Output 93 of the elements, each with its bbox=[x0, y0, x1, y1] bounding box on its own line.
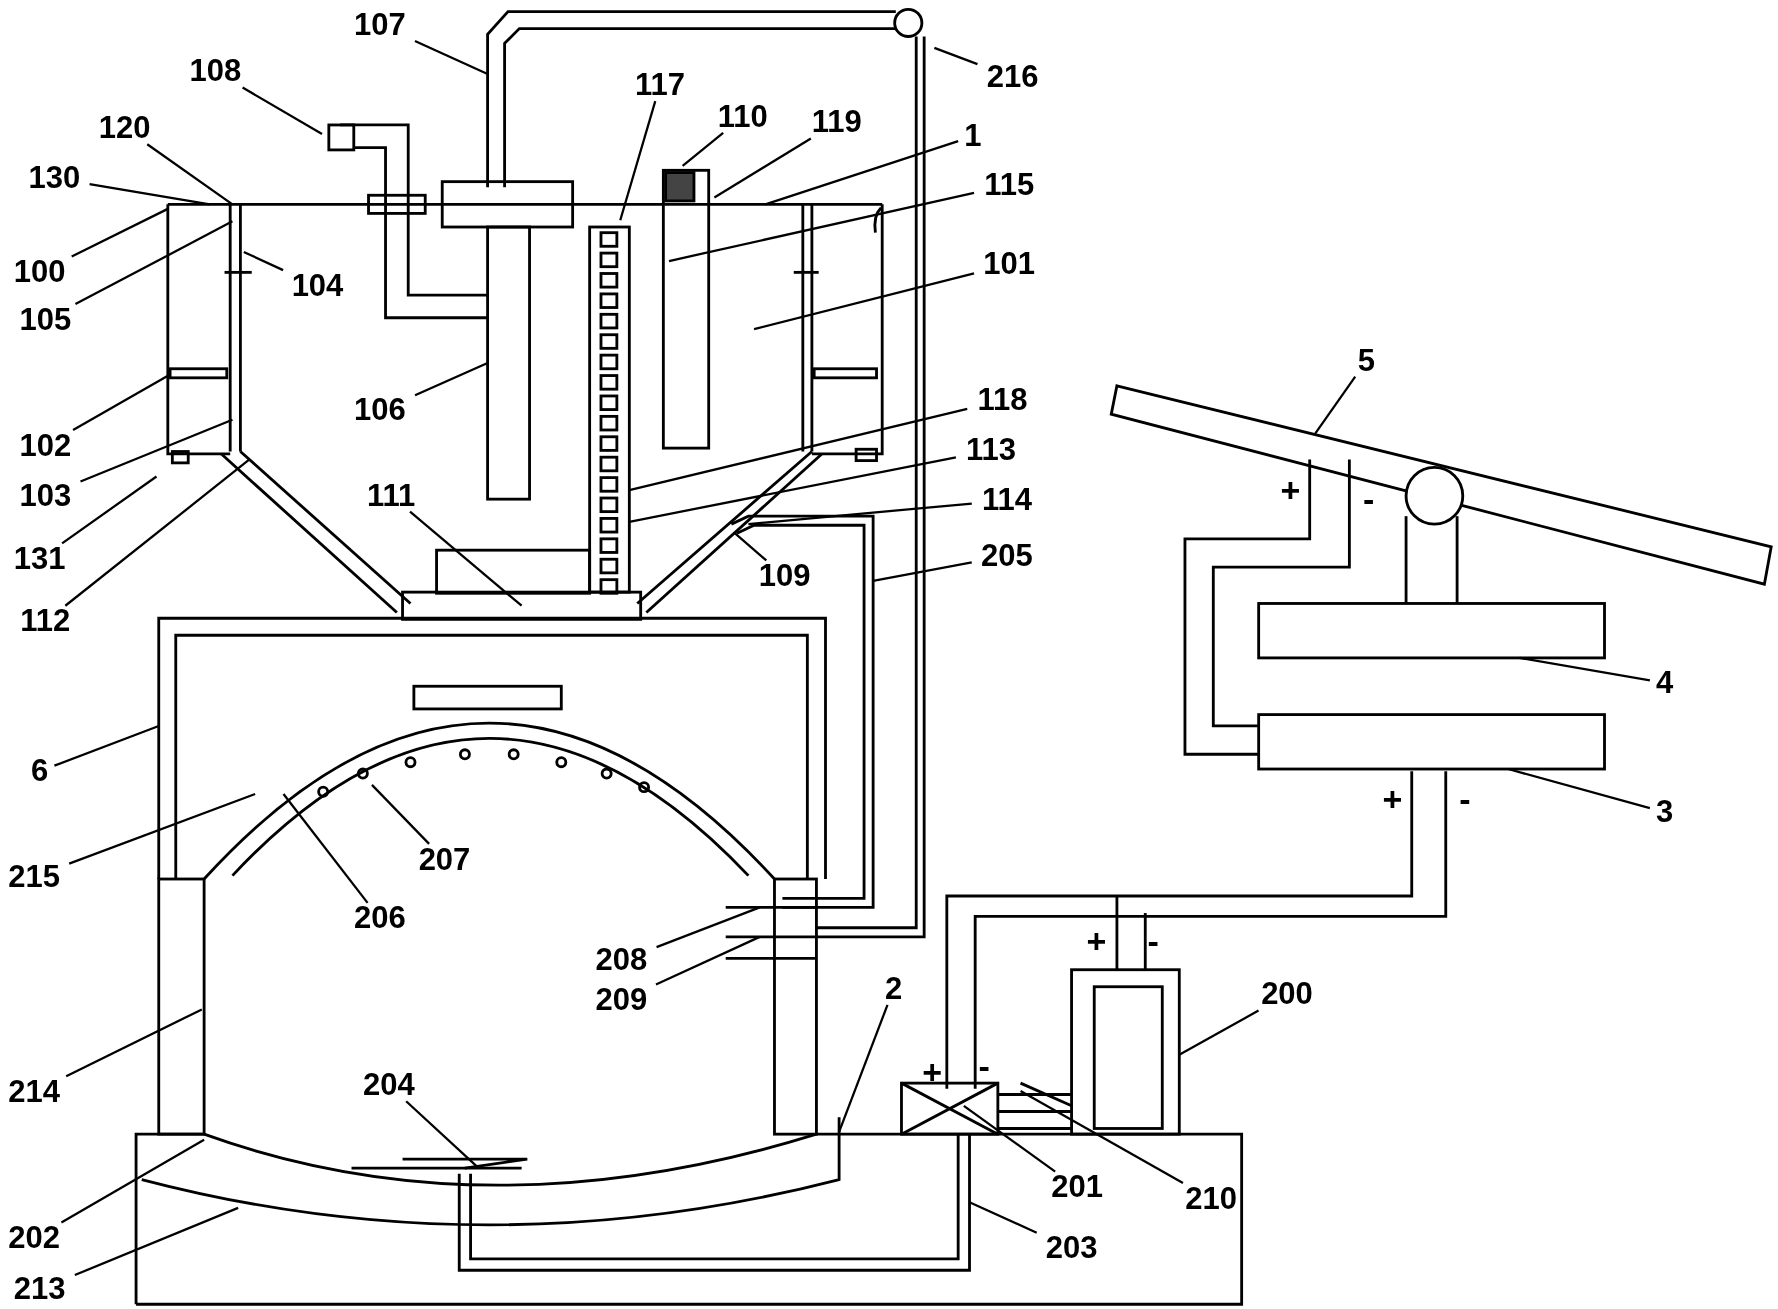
leader-line bbox=[74, 220, 233, 306]
leader-line bbox=[282, 793, 369, 904]
leader-line bbox=[748, 502, 972, 526]
callout-number: 130 bbox=[27, 162, 82, 194]
callout-number: 120 bbox=[97, 112, 152, 145]
callout-number: 203 bbox=[1044, 1232, 1099, 1265]
leader-line bbox=[146, 143, 234, 206]
polarity-sign: + bbox=[922, 1054, 942, 1089]
callout-number: 108 bbox=[188, 55, 243, 88]
callout-number: 112 bbox=[19, 605, 72, 638]
leader-line bbox=[409, 510, 523, 607]
leader-line bbox=[969, 1201, 1038, 1234]
callout-number: 209 bbox=[594, 984, 649, 1017]
callout-number: 3 bbox=[1654, 795, 1675, 828]
callout-number: 6 bbox=[30, 755, 50, 788]
callout-number: 207 bbox=[417, 843, 472, 876]
callout-number: 110 bbox=[716, 100, 769, 133]
polarity-sign: - bbox=[1363, 481, 1375, 516]
leader-line bbox=[71, 207, 169, 258]
callout-number: 201 bbox=[1050, 1171, 1105, 1204]
callout-number: 5 bbox=[1356, 344, 1376, 377]
polarity-sign: - bbox=[1147, 924, 1159, 959]
callout-number: 204 bbox=[362, 1069, 416, 1102]
callout-number: 109 bbox=[757, 560, 812, 593]
callout-number: 104 bbox=[290, 269, 345, 302]
leader-line bbox=[61, 475, 158, 545]
leader-line bbox=[681, 132, 724, 167]
callout-number: 1 bbox=[963, 120, 983, 153]
leader-line bbox=[838, 1004, 889, 1133]
leader-line bbox=[68, 792, 256, 865]
callout-number: 101 bbox=[982, 248, 1037, 281]
leader-line bbox=[629, 407, 968, 492]
callout-number: 4 bbox=[1654, 666, 1675, 699]
callout-number: 131 bbox=[12, 543, 67, 575]
callout-number: 118 bbox=[976, 384, 1029, 417]
callout-number: 200 bbox=[1260, 978, 1314, 1011]
leader-line bbox=[89, 183, 210, 206]
leader-line bbox=[371, 784, 430, 845]
callout-number: 106 bbox=[353, 394, 407, 427]
leader-line bbox=[74, 1206, 239, 1277]
leader-line bbox=[405, 1100, 477, 1167]
polarity-sign: - bbox=[1459, 782, 1471, 817]
leader-line bbox=[60, 1138, 205, 1224]
callout-number: 213 bbox=[12, 1273, 67, 1306]
leader-line bbox=[1519, 656, 1651, 682]
polarity-sign: + bbox=[1086, 924, 1107, 959]
callout-number: 216 bbox=[985, 61, 1040, 94]
callout-number: 206 bbox=[353, 902, 407, 935]
callout-number: 215 bbox=[7, 860, 61, 893]
polarity-sign: + bbox=[1382, 782, 1403, 817]
leader-line bbox=[414, 362, 489, 397]
leader-line bbox=[933, 46, 978, 66]
callout-number: 102 bbox=[18, 429, 73, 462]
leader-line bbox=[656, 906, 761, 949]
callout-number: 113 bbox=[965, 434, 1018, 467]
polarity-sign: + bbox=[1280, 472, 1301, 507]
leader-line bbox=[668, 191, 975, 263]
callout-number: 119 bbox=[810, 106, 863, 139]
leader-line bbox=[753, 272, 975, 331]
callout-number: 214 bbox=[7, 1075, 61, 1108]
callout-number: 117 bbox=[633, 69, 686, 102]
leader-line bbox=[1507, 767, 1651, 810]
callout-number: 115 bbox=[983, 168, 1036, 201]
leader-line bbox=[80, 418, 233, 483]
callout-number: 208 bbox=[594, 944, 649, 977]
callout-number: 105 bbox=[18, 303, 73, 336]
callout-number: 100 bbox=[12, 256, 67, 289]
callout-number: 114 bbox=[980, 484, 1033, 517]
leader-line bbox=[64, 458, 251, 607]
leader-line bbox=[1314, 376, 1357, 435]
leader-line bbox=[619, 100, 657, 221]
leader-line bbox=[54, 724, 160, 767]
leader-line bbox=[734, 532, 768, 562]
leader-line bbox=[629, 456, 957, 523]
callout-number: 210 bbox=[1184, 1182, 1238, 1215]
callout-number: 103 bbox=[18, 479, 73, 512]
leader-line bbox=[1178, 1009, 1260, 1056]
callout-number: 202 bbox=[7, 1222, 61, 1255]
leader-line bbox=[243, 250, 284, 272]
callout-number: 111 bbox=[366, 479, 417, 512]
leader-line bbox=[713, 137, 812, 199]
leader-line bbox=[65, 1008, 203, 1078]
leader-line bbox=[963, 1104, 1056, 1173]
polarity-sign: - bbox=[978, 1048, 990, 1083]
leader-line bbox=[1019, 1090, 1184, 1184]
leader-line bbox=[765, 140, 959, 206]
leader-line bbox=[655, 935, 761, 986]
leader-line bbox=[872, 561, 972, 582]
callout-number: 107 bbox=[353, 8, 407, 41]
callout-number: 205 bbox=[980, 539, 1034, 572]
callout-number: 2 bbox=[883, 972, 904, 1005]
leader-line bbox=[242, 86, 323, 135]
leader-line bbox=[414, 40, 489, 75]
